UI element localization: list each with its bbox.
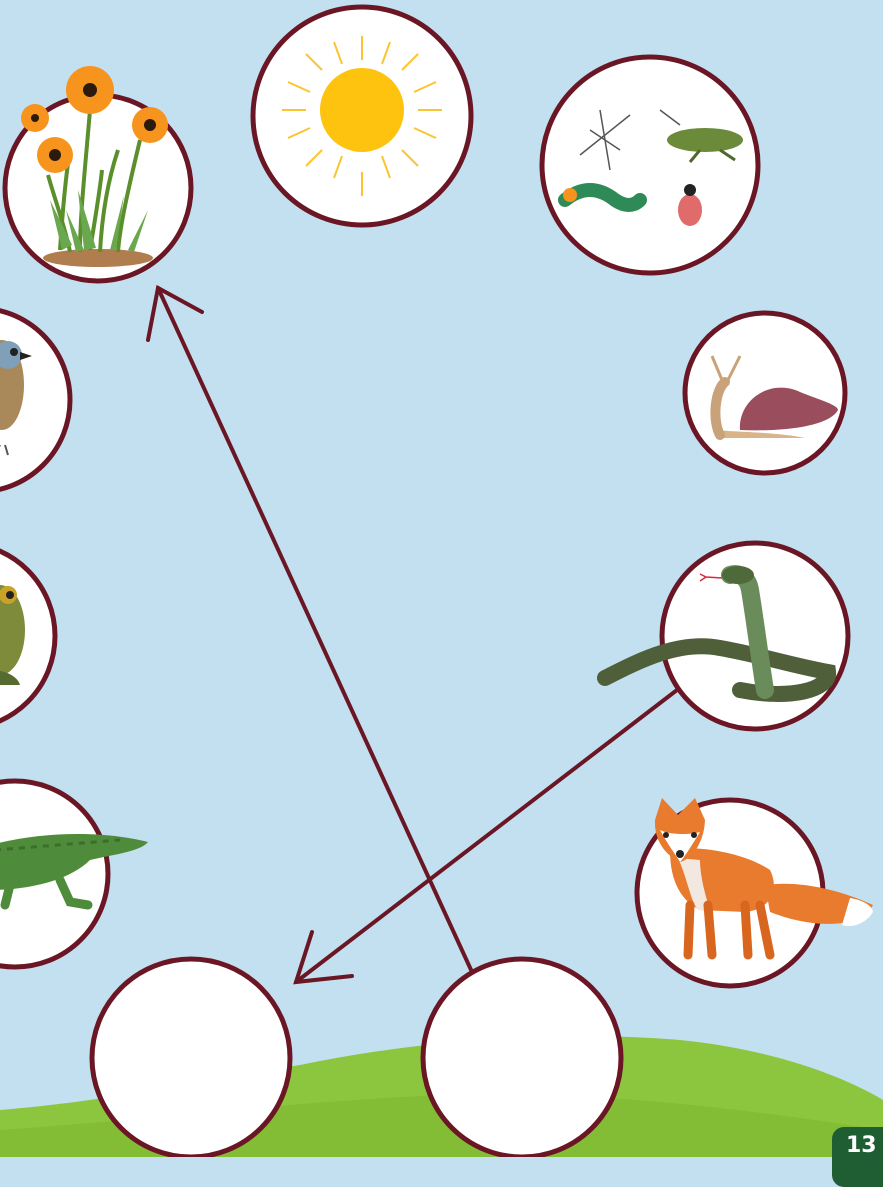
page-number: 13 bbox=[846, 1133, 877, 1158]
node-snake bbox=[605, 543, 848, 729]
node-plants bbox=[5, 66, 191, 281]
arrow-blank-to-plants bbox=[148, 288, 472, 972]
arrow-snake-to-blank bbox=[296, 690, 677, 982]
node-fox bbox=[637, 798, 873, 986]
node-frog bbox=[0, 543, 55, 729]
node-insects bbox=[542, 57, 758, 273]
node-snail bbox=[685, 313, 845, 473]
node-crocodile bbox=[0, 781, 148, 967]
node-sun bbox=[253, 7, 471, 225]
food-web-diagram bbox=[0, 0, 883, 1157]
node-bird bbox=[0, 308, 70, 492]
node-blank-right[interactable] bbox=[423, 959, 621, 1157]
node-blank-left[interactable] bbox=[92, 959, 290, 1157]
page-number-badge: 13 bbox=[832, 1127, 883, 1187]
